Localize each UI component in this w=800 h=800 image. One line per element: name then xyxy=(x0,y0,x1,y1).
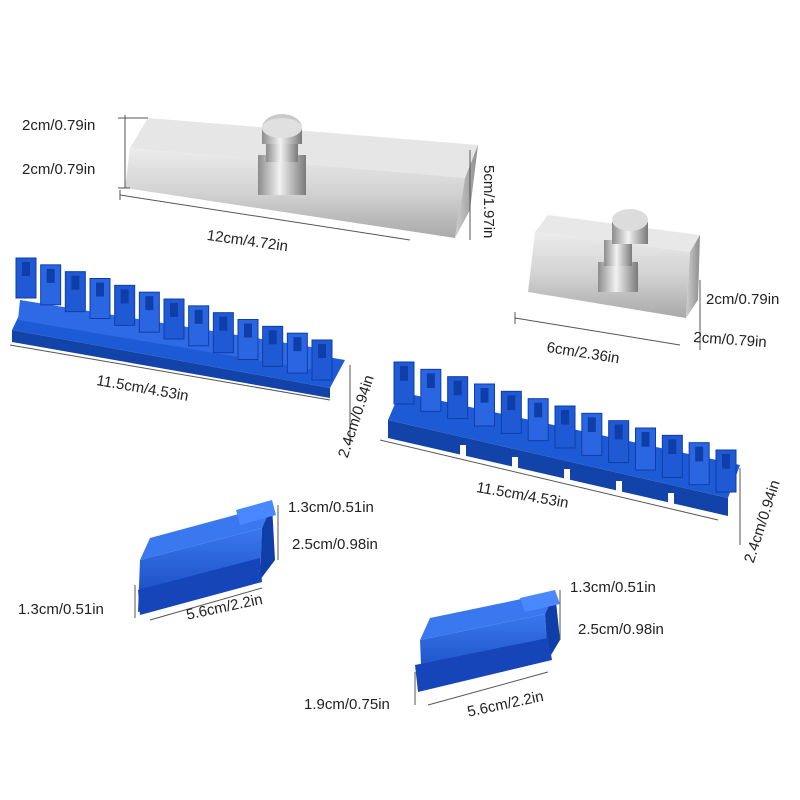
dimension-lines xyxy=(9,115,741,706)
comb-tooth xyxy=(237,319,259,360)
comb-tooth-notch xyxy=(96,282,104,297)
block-a-middle: 2.5cm/0.98in xyxy=(292,536,378,553)
comb-tooth xyxy=(89,278,111,319)
comb-tooth-notch xyxy=(426,373,435,389)
comb-tooth-notch xyxy=(695,446,704,462)
comb-tooth xyxy=(188,305,210,347)
comb-tooth xyxy=(64,271,86,313)
comb-tooth xyxy=(608,420,630,464)
long-puller-height-bottom: 2cm/0.79in xyxy=(22,161,96,178)
comb-slot xyxy=(460,445,466,471)
comb-tooth-notch xyxy=(561,410,569,425)
block-a-base: 1.3cm/0.51in xyxy=(18,601,104,618)
block-glue-tab-a xyxy=(138,500,276,615)
comb-tooth-notch xyxy=(71,275,80,290)
comb-tooth-notch xyxy=(194,309,203,324)
comb-tooth-notch xyxy=(46,268,55,283)
comb-tooth xyxy=(581,412,603,456)
comb-tooth xyxy=(286,332,308,374)
comb-tooth xyxy=(661,434,683,478)
comb-tooth xyxy=(500,390,522,434)
comb-tooth xyxy=(420,368,442,412)
comb-tooth-notch xyxy=(480,388,489,403)
comb-a-teeth xyxy=(15,257,333,381)
comb-tooth-notch xyxy=(120,289,129,304)
comb-slot xyxy=(564,469,570,495)
comb-slot xyxy=(616,481,622,507)
block-glue-tab-b xyxy=(415,590,560,692)
comb-tooth-notch xyxy=(587,417,596,433)
long-puller-side: 5cm/1.97in xyxy=(480,165,497,239)
comb-tooth-notch xyxy=(614,424,623,440)
comb-tooth-notch xyxy=(145,296,154,311)
comb-tooth-notch xyxy=(244,323,252,338)
comb-tooth xyxy=(138,291,160,333)
comb-tooth xyxy=(212,312,234,354)
block-b-base: 1.9cm/0.75in xyxy=(304,696,390,713)
block-a-top: 1.3cm/0.51in xyxy=(288,499,374,516)
comb-glue-tab-b xyxy=(388,361,740,519)
block-b-top: 1.3cm/0.51in xyxy=(570,579,656,596)
comb-tooth xyxy=(40,264,62,306)
short-puller-height-top: 2cm/0.79in xyxy=(706,291,780,308)
comb-tooth xyxy=(635,427,656,471)
comb-glue-tab-a xyxy=(12,257,345,398)
comb-tooth-notch xyxy=(22,262,30,276)
comb-tooth-notch xyxy=(400,366,408,381)
comb-b-teeth xyxy=(393,361,737,493)
comb-tooth xyxy=(393,361,415,405)
comb-tooth xyxy=(163,298,185,340)
comb-tooth-notch xyxy=(507,395,516,411)
comb-tooth-notch xyxy=(453,380,462,396)
comb-tooth-notch xyxy=(293,337,302,352)
comb-tooth xyxy=(311,339,333,381)
comb-tooth-notch xyxy=(722,454,730,469)
comb-tooth-notch xyxy=(668,439,677,455)
comb-tooth xyxy=(447,376,469,420)
comb-slot xyxy=(668,493,674,519)
comb-tooth-notch xyxy=(641,432,650,447)
short-dent-puller xyxy=(528,209,700,318)
comb-tooth-notch xyxy=(268,330,277,345)
comb-tooth xyxy=(15,257,37,299)
long-dent-puller xyxy=(125,114,478,238)
comb-tooth-notch xyxy=(534,402,543,418)
comb-tooth-notch xyxy=(170,303,178,317)
long-puller-height-top: 2cm/0.79in xyxy=(22,117,96,134)
comb-tooth xyxy=(688,442,710,486)
comb-tooth-notch xyxy=(219,316,228,331)
comb-b-slots xyxy=(460,445,674,519)
comb-tooth xyxy=(262,325,284,367)
comb-tooth xyxy=(114,284,136,326)
comb-slot xyxy=(512,457,518,483)
comb-tooth xyxy=(527,398,549,442)
comb-tooth xyxy=(554,405,576,449)
comb-tooth xyxy=(474,383,495,427)
block-b-middle: 2.5cm/0.98in xyxy=(578,621,664,638)
comb-tooth xyxy=(715,449,737,493)
comb-tooth-notch xyxy=(318,344,326,358)
